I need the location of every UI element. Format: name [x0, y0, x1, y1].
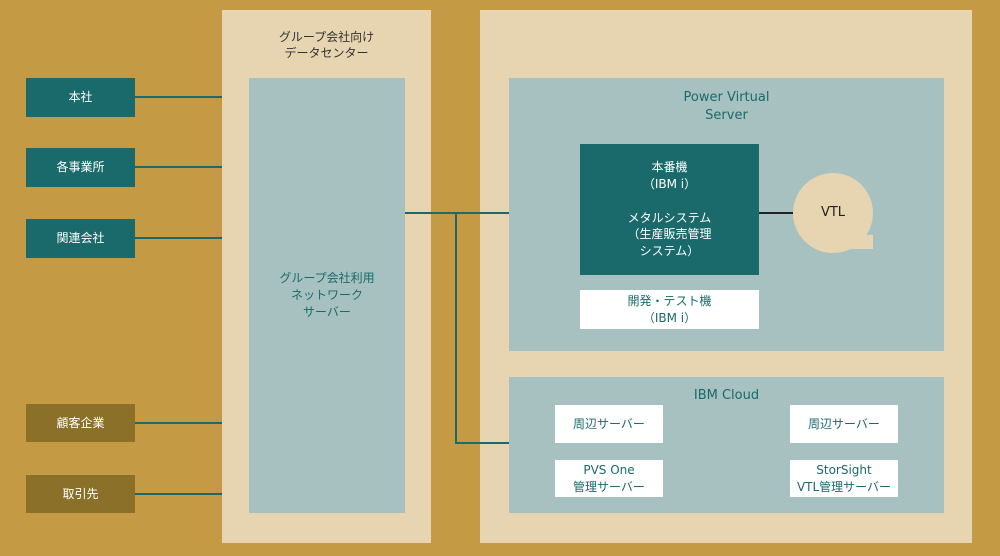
storsight-server: StorSight VTL管理サーバー: [790, 460, 898, 497]
line-torihiki: [135, 493, 222, 495]
network-server: グループ会社利用 ネットワーク サーバー: [249, 78, 405, 513]
line-honsha: [135, 96, 222, 98]
vtl-tape-icon: VTL: [793, 173, 873, 253]
node-honsha: 本社: [26, 78, 135, 117]
line-vertical: [455, 212, 457, 444]
line-network-cloud: [455, 442, 509, 444]
line-kanren: [135, 237, 222, 239]
datacenter-title: グループ会社向け データセンター: [278, 30, 375, 61]
ibm-cloud-title: IBM Cloud: [693, 388, 760, 403]
peripheral-server-1: 周辺サーバー: [555, 405, 663, 443]
dev-test-server: 開発・テスト機 （IBM i）: [580, 290, 759, 329]
line-network-pvs: [405, 212, 509, 214]
node-jigyosho: 各事業所: [26, 148, 135, 187]
peripheral-server-2: 周辺サーバー: [790, 405, 898, 443]
line-kokyaku: [135, 422, 222, 424]
line-jigyosho: [135, 166, 222, 168]
node-kanren: 関連会社: [26, 219, 135, 258]
production-server: 本番機 （IBM i） メタルシステム （生産販売管理 システム）: [580, 144, 759, 275]
node-kokyaku: 顧客企業: [26, 404, 135, 442]
pvs-one-server: PVS One 管理サーバー: [555, 460, 663, 497]
pvs-title: Power Virtual Server: [683, 90, 770, 123]
line-vtl: [759, 212, 795, 214]
node-torihiki: 取引先: [26, 475, 135, 513]
